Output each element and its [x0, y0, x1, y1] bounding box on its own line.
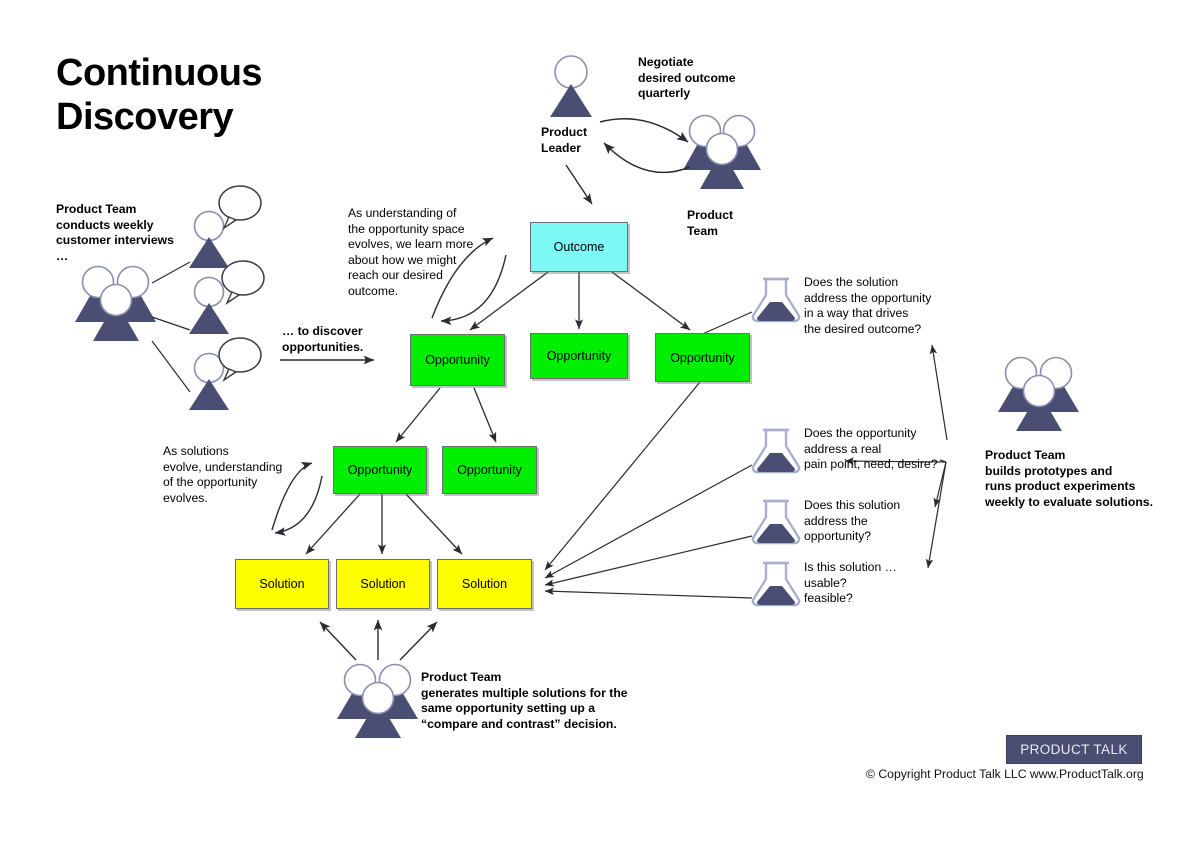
edge-outcome-opp1	[469, 271, 549, 331]
flask-icon-3	[751, 499, 801, 545]
speech-bubble-icon-2	[221, 260, 265, 305]
node-opportunity-5[interactable]: Opportunity	[442, 446, 537, 494]
annotation-negotiate: Negotiate desired outcome quarterly	[638, 55, 736, 101]
edge-flask3-solutions	[544, 535, 753, 587]
experiment-question-1: Does the solution address the opportunit…	[804, 275, 932, 336]
annotation-understanding: As understanding of the opportunity spac…	[348, 206, 474, 299]
edge-flask4-solutions	[544, 587, 753, 599]
product-talk-badge[interactable]: PRODUCT TALK	[1006, 735, 1142, 764]
node-opportunity-3[interactable]: Opportunity	[655, 333, 750, 382]
annotation-generates: Product Team generates multiple solution…	[421, 670, 628, 731]
edge-outcome-opp3	[611, 271, 691, 331]
label-product-leader: Product Leader	[541, 125, 588, 155]
edge-team-customer-2	[151, 316, 191, 331]
edge-flask2-solutions	[544, 464, 753, 579]
node-outcome-label: Outcome	[553, 240, 605, 254]
edge-opp1-opp4	[395, 387, 441, 443]
edge-team-to-leader	[603, 142, 691, 174]
edge-bottomteam-sol1	[319, 621, 357, 661]
experiment-question-4: Is this solution … usable? feasible?	[804, 560, 897, 606]
node-solution-2[interactable]: Solution	[336, 559, 430, 609]
speech-bubble-icon-3	[218, 337, 262, 382]
experiment-question-2: Does the opportunity address a real pain…	[804, 426, 938, 472]
flask-icon-2	[751, 428, 801, 474]
annotation-solutions-evolve: As solutions evolve, understanding of th…	[163, 444, 283, 505]
product-talk-badge-label: PRODUCT TALK	[1020, 742, 1128, 757]
node-opportunity-4[interactable]: Opportunity	[333, 446, 427, 494]
node-solution-3[interactable]: Solution	[437, 559, 532, 609]
person-customer-3	[189, 352, 229, 410]
node-opportunity-4-label: Opportunity	[347, 463, 413, 477]
flask-icon-1	[751, 277, 801, 323]
annotation-discover: … to discover opportunities.	[282, 324, 364, 354]
person-customer-2	[189, 276, 229, 334]
edge-team-to-exp4	[925, 461, 947, 569]
person-group-product-team-left	[75, 265, 156, 341]
edge-leader-to-team	[599, 118, 689, 143]
person-group-product-team-right	[998, 356, 1079, 431]
flask-icon-4	[751, 561, 801, 607]
annotation-interviews: Product Team conducts weekly customer in…	[56, 202, 174, 263]
person-group-product-team-bottom	[337, 663, 418, 738]
label-product-team-top: Product Team	[687, 208, 734, 238]
edge-team-customer-1	[151, 261, 191, 284]
node-solution-2-label: Solution	[360, 577, 406, 591]
edge-team-exp-hub	[939, 459, 947, 463]
edge-opp4-sol1	[305, 493, 361, 555]
copyright-notice: © Copyright Product Talk LLC www.Product…	[866, 767, 1144, 781]
person-group-product-team-top	[683, 114, 761, 189]
edge-team-customer-3	[151, 340, 191, 393]
speech-bubble-icon-1	[218, 185, 262, 230]
edge-opp1-opp5	[473, 387, 497, 443]
node-opportunity-2-label: Opportunity	[546, 349, 612, 363]
node-solution-1-label: Solution	[259, 577, 305, 591]
person-product-leader	[550, 55, 592, 117]
node-opportunity-1-label: Opportunity	[425, 353, 490, 367]
node-solution-1[interactable]: Solution	[235, 559, 329, 609]
node-outcome[interactable]: Outcome	[530, 222, 628, 272]
annotation-prototypes: Product Team builds prototypes and runs …	[985, 448, 1153, 509]
person-customer-1	[189, 210, 229, 268]
node-opportunity-3-label: Opportunity	[670, 350, 735, 365]
edge-opp4-sol3	[405, 493, 463, 555]
edge-opp3-solutions	[544, 381, 701, 571]
edge-bottomteam-sol3	[399, 621, 438, 661]
node-opportunity-5-label: Opportunity	[457, 463, 522, 477]
node-opportunity-1[interactable]: Opportunity	[410, 334, 505, 386]
page-title: Continuous Discovery	[56, 52, 263, 138]
edge-leader-to-outcome	[565, 164, 593, 205]
experiment-question-3: Does this solution address the opportuni…	[804, 498, 901, 544]
node-opportunity-2[interactable]: Opportunity	[530, 333, 628, 379]
node-solution-3-label: Solution	[461, 577, 508, 591]
